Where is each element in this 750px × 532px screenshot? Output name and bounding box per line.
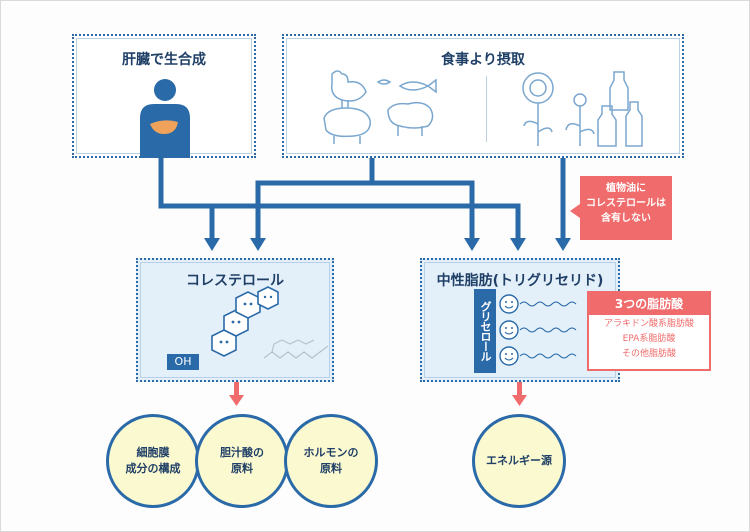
outcome-energy: エネルギー源	[472, 414, 566, 508]
food-box: 食事より摂取	[282, 34, 684, 158]
hexagon-ring-icon	[257, 286, 279, 310]
arrow-chol-1	[204, 238, 220, 251]
note-pointer	[570, 204, 580, 218]
red-arrow-tg-stem	[517, 381, 522, 395]
cholesterol-title: コレステロール	[186, 273, 284, 289]
outcome-bile-acid: 胆汁酸の 原料	[195, 414, 289, 508]
oh-label: OH	[167, 354, 199, 370]
sheep-icon	[387, 101, 434, 136]
glycerol-label: グリセロール	[474, 289, 496, 373]
hexagon-ring-icon	[235, 291, 261, 319]
fatty-acids-box: 3つの脂肪酸 アラキドン酸系脂肪酸 EPA系脂肪酸 その他脂肪酸	[587, 291, 711, 371]
food-divider	[486, 76, 487, 142]
oil-bottle-icon	[597, 71, 643, 147]
animals-illustration	[323, 70, 437, 144]
steroid-structure-illustration	[211, 286, 329, 359]
person-liver-icon	[140, 79, 190, 158]
fatty-acid-item: EPA系脂肪酸	[622, 334, 676, 344]
chicken-icon	[330, 70, 367, 108]
triglyceride-title: 中性脂肪(トリグリセリド)	[436, 273, 604, 289]
red-arrow-tg-head	[512, 395, 527, 406]
plant-oil-note: 植物油に コレステロールは 含有しない	[580, 176, 672, 240]
food-connector-left	[255, 154, 375, 241]
sunflower-icon	[522, 72, 554, 146]
fish-icon	[376, 78, 437, 94]
red-arrow-chol-stem	[234, 381, 239, 395]
fatty-acids-title: 3つの脂肪酸	[589, 293, 709, 315]
food-connector-right	[369, 180, 475, 241]
outcome-hormone: ホルモンの 原料	[284, 414, 378, 508]
outcome-cell-membrane: 細胞膜 成分の構成	[106, 414, 200, 508]
smiley-bead-icon	[499, 294, 519, 366]
triglyceride-box: 中性脂肪(トリグリセリド)	[420, 258, 620, 382]
plant-sprout-icon	[565, 93, 595, 146]
red-arrow-chol-head	[229, 395, 244, 406]
fatty-acid-chains	[499, 294, 577, 366]
fatty-acid-item: アラキドン酸系脂肪酸	[603, 319, 694, 329]
liver-title: 肝臓で生合成	[122, 52, 206, 68]
fatty-acid-item: その他脂肪酸	[621, 349, 676, 359]
food-title: 食事より摂取	[441, 52, 525, 68]
liver-connector	[158, 154, 521, 209]
arrow-chol-2	[250, 238, 266, 251]
arrow-tg-2	[510, 238, 526, 251]
plants-illustration	[522, 71, 643, 147]
pig-icon	[323, 107, 371, 144]
arrow-tg-3	[555, 238, 571, 251]
arrow-tg-1	[464, 238, 480, 251]
